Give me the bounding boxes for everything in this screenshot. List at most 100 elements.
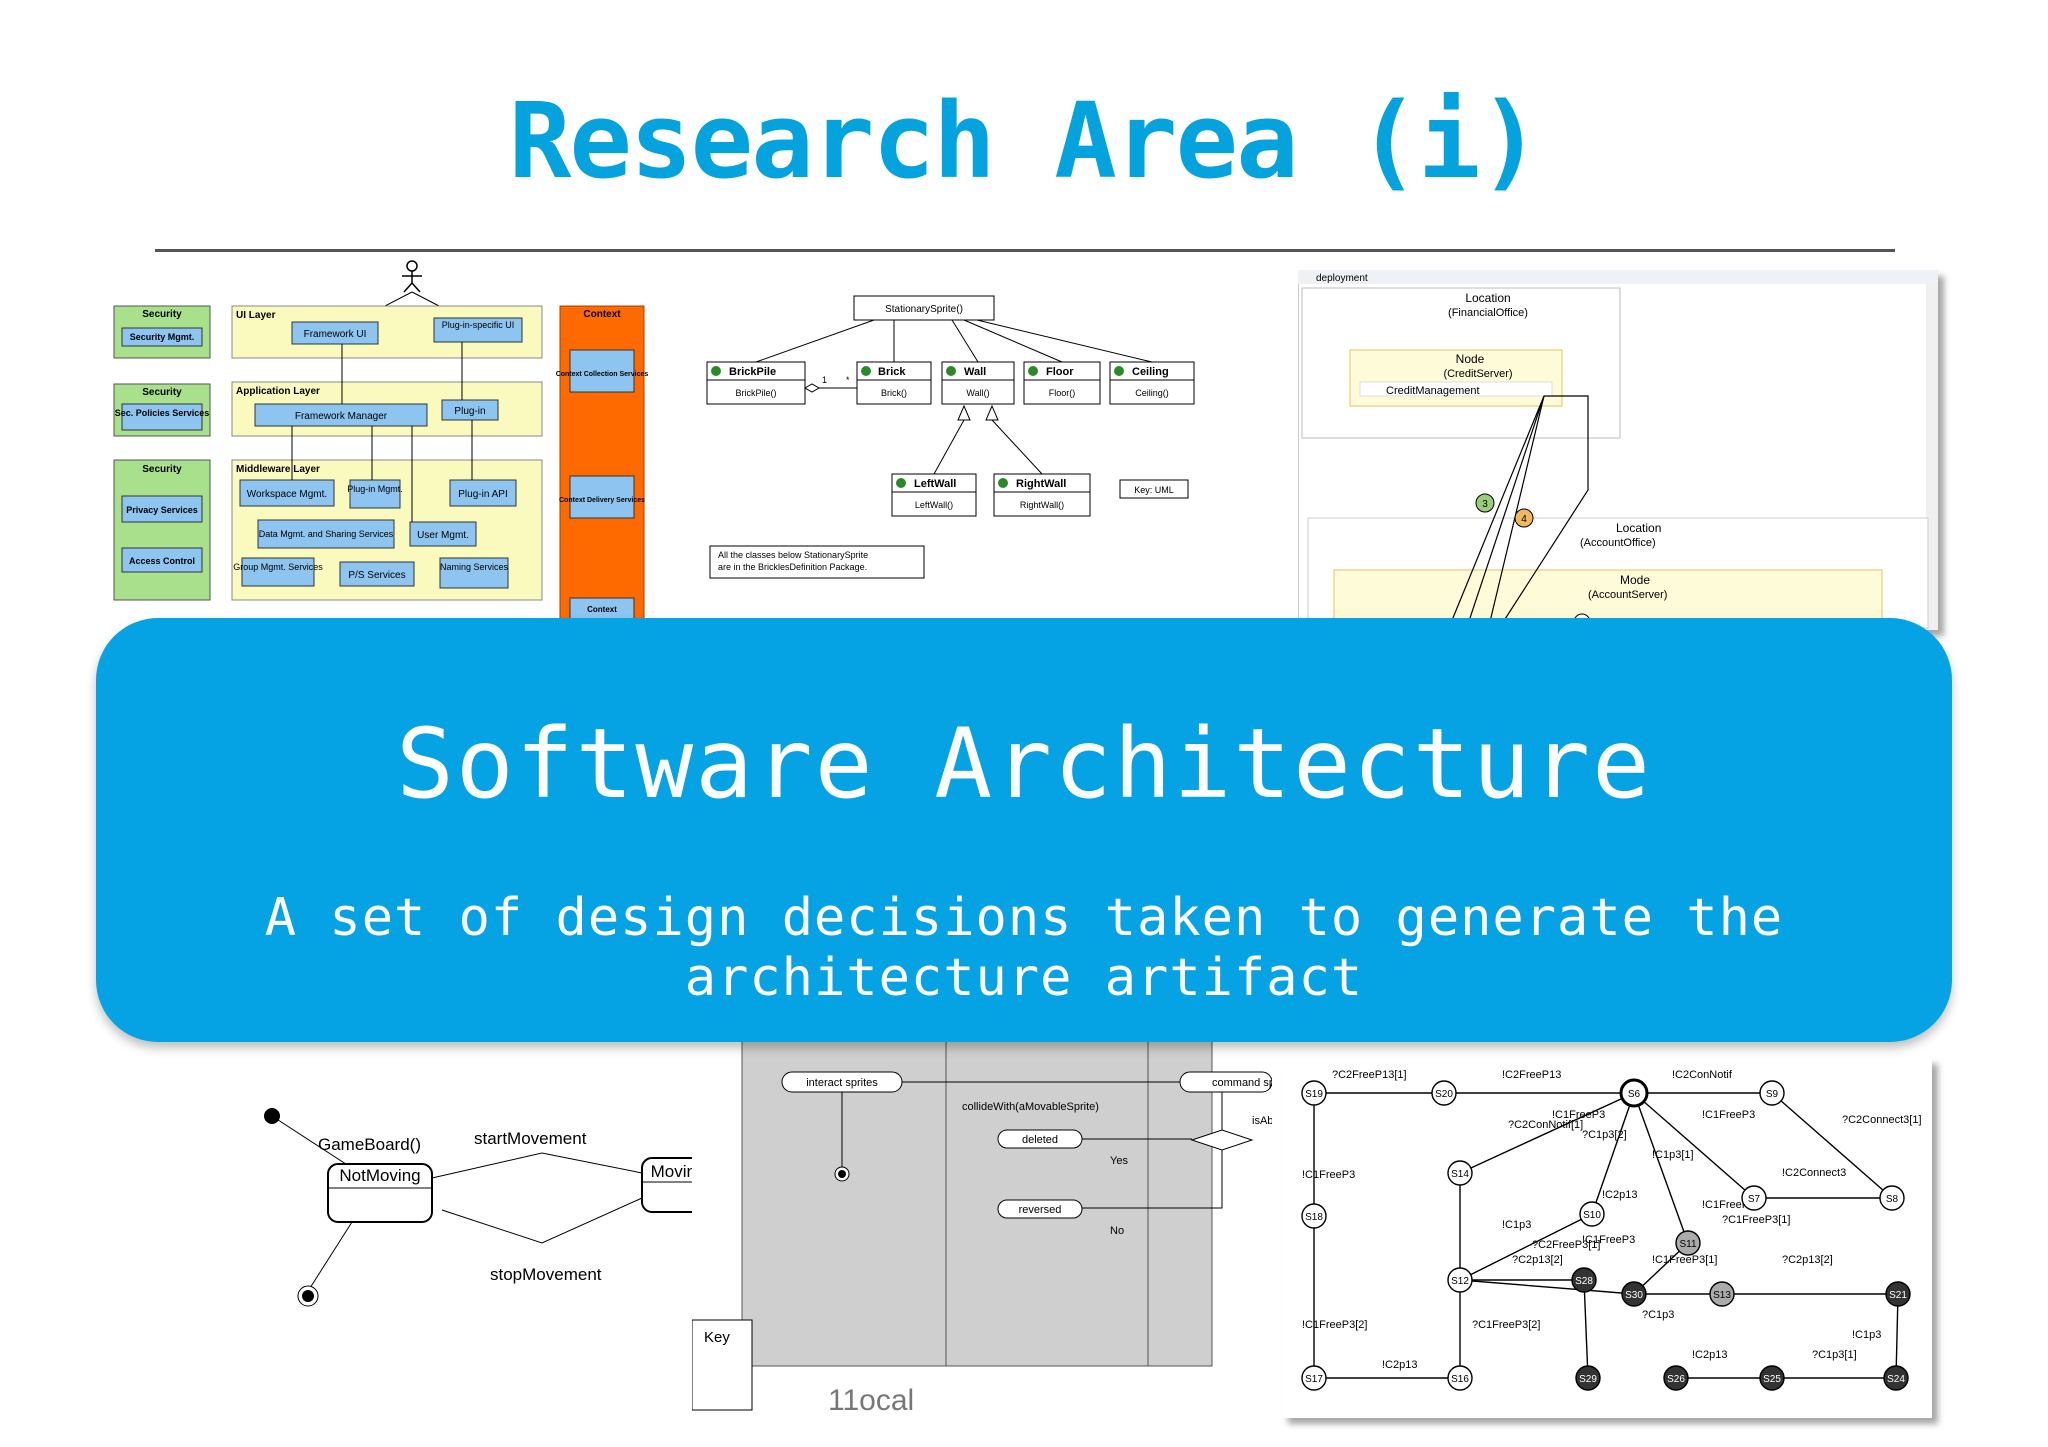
state-node: S18 bbox=[1301, 1203, 1327, 1229]
transition-edge bbox=[1459, 1213, 1593, 1281]
state-label: S14 bbox=[1451, 1169, 1469, 1180]
credit-management-component: CreditManagement bbox=[1386, 385, 1480, 397]
svg-text:Moving: Moving bbox=[651, 1162, 706, 1181]
stop-movement-label: stopMovement bbox=[490, 1265, 602, 1284]
state-label: S26 bbox=[1667, 1374, 1685, 1385]
svg-text:4: 4 bbox=[1521, 514, 1527, 525]
transition-label: !C2ConNotif bbox=[1672, 1069, 1733, 1081]
transition-label: ?C2FreeP13[1] bbox=[1332, 1069, 1407, 1081]
ui-layer-label: UI Layer bbox=[236, 310, 276, 321]
transition-label: !C2p13 bbox=[1602, 1189, 1637, 1201]
yes-label: Yes bbox=[1110, 1155, 1128, 1167]
account-server-node: Mode bbox=[1620, 573, 1650, 587]
transition-edge bbox=[1459, 1279, 1635, 1295]
connector-marker-3: 3 bbox=[1475, 493, 1495, 513]
state-label: S10 bbox=[1583, 1210, 1601, 1221]
svg-text:RightWall(): RightWall() bbox=[1020, 500, 1064, 510]
activity-key: Key bbox=[704, 1329, 730, 1346]
state-label: S6 bbox=[1628, 1089, 1641, 1100]
svg-text:NotMoving: NotMoving bbox=[339, 1166, 420, 1185]
state-node: S16 bbox=[1447, 1365, 1473, 1391]
state-label: S8 bbox=[1886, 1194, 1899, 1205]
uml-note-line2: are in the BricklesDefinition Package. bbox=[718, 562, 867, 572]
plugin-box: Plug-in bbox=[454, 406, 485, 417]
group-mgmt-box: Group Mgmt. Services bbox=[233, 562, 323, 572]
workspace-mgmt-box: Workspace Mgmt. bbox=[247, 489, 327, 500]
transition-label: ?C1p3[2] bbox=[1582, 1129, 1627, 1141]
state-node: S17 bbox=[1301, 1365, 1327, 1391]
state-label: S7 bbox=[1748, 1194, 1761, 1205]
wall-class: Wall Wall() bbox=[941, 361, 1015, 405]
svg-text:Wall: Wall bbox=[964, 366, 986, 378]
transition-label: !C1FreeP3 bbox=[1702, 1199, 1755, 1211]
state-label: S12 bbox=[1451, 1276, 1469, 1287]
uml-key: Key: UML bbox=[1134, 485, 1174, 495]
uml-note-line1: All the classes below StationarySprite bbox=[718, 550, 868, 560]
notmoving-state bbox=[327, 1163, 433, 1223]
layered-architecture-diagram: Security Security Mgmt. Security Sec. Po… bbox=[112, 258, 652, 618]
connector-marker-4: 4 bbox=[1514, 508, 1534, 528]
security-mgmt-box: Security Mgmt. bbox=[130, 332, 195, 342]
transition-edge bbox=[1771, 1092, 1893, 1199]
plugin-api-box: Plug-in API bbox=[458, 489, 507, 500]
state-label: S28 bbox=[1575, 1276, 1593, 1287]
context-delivery-box: Context Delivery Services bbox=[559, 497, 645, 504]
svg-text:Ceiling: Ceiling bbox=[1132, 366, 1169, 378]
transition-label: ?C1p3[1] bbox=[1812, 1349, 1857, 1361]
state-label: S20 bbox=[1435, 1089, 1453, 1100]
transition-label: ?C1p3 bbox=[1642, 1309, 1674, 1321]
state-label: S19 bbox=[1305, 1089, 1323, 1100]
state-node: S28 bbox=[1571, 1267, 1597, 1293]
state-label: S9 bbox=[1766, 1089, 1779, 1100]
state-label: S16 bbox=[1451, 1374, 1469, 1385]
deployment-tab[interactable]: deployment bbox=[1316, 273, 1368, 284]
transition-label: ?C1FreeP3[2] bbox=[1472, 1319, 1540, 1331]
rightwall-class: RightWall RightWall() bbox=[993, 473, 1091, 517]
state-node: S7 bbox=[1741, 1185, 1767, 1211]
uml-class-diagram: StationarySprite() BrickPile BrickPile()… bbox=[702, 278, 1222, 608]
floor-class: Floor Floor() bbox=[1023, 361, 1101, 405]
svg-text:LeftWall: LeftWall bbox=[914, 478, 956, 490]
svg-text:Brick(): Brick() bbox=[881, 388, 907, 398]
state-label: S29 bbox=[1579, 1374, 1597, 1385]
state-node: S29 bbox=[1575, 1365, 1601, 1391]
start-movement-label: startMovement bbox=[474, 1129, 587, 1148]
state-automaton-diagram: ?C2FreeP13[1]!C2FreeP13!C2ConNotif!C1Fre… bbox=[1282, 1058, 1932, 1418]
transition-label: !C2p13 bbox=[1692, 1349, 1727, 1361]
state-label: S18 bbox=[1305, 1212, 1323, 1223]
state-label: S25 bbox=[1763, 1374, 1781, 1385]
state-label: S21 bbox=[1889, 1290, 1907, 1301]
gameboard-label: GameBoard() bbox=[318, 1135, 421, 1154]
state-node: S20 bbox=[1431, 1080, 1457, 1106]
state-node: S14 bbox=[1447, 1160, 1473, 1186]
context-collection-box: Context Collection Services bbox=[556, 371, 649, 378]
state-node: S21 bbox=[1885, 1281, 1911, 1307]
state-label: S13 bbox=[1713, 1290, 1731, 1301]
software-architecture-banner: Software Architecture A set of design de… bbox=[96, 618, 1952, 1042]
ps-services-box: P/S Services bbox=[348, 570, 405, 581]
location-financial-label: Location bbox=[1465, 291, 1510, 305]
privacy-services-box: Privacy Services bbox=[126, 505, 198, 515]
deployment-diagram: deployment Location (FinancialOffice) No… bbox=[1298, 270, 1938, 630]
transition-edge bbox=[1591, 1092, 1635, 1215]
svg-text:BrickPile: BrickPile bbox=[729, 366, 776, 378]
svg-text:RightWall: RightWall bbox=[1016, 478, 1066, 490]
banner-title: Software Architecture bbox=[396, 708, 1652, 820]
state-node: S30 bbox=[1621, 1281, 1647, 1307]
context-bottom-box: Context bbox=[587, 605, 617, 614]
svg-text:Ceiling(): Ceiling() bbox=[1135, 388, 1169, 398]
plugin-mgmt-box: Plug-in Mgmt. bbox=[347, 484, 403, 494]
access-control-box: Access Control bbox=[129, 556, 195, 566]
transition-label: ?C2p13[2] bbox=[1782, 1254, 1833, 1266]
svg-text:(CreditServer): (CreditServer) bbox=[1443, 368, 1512, 380]
state-label: S17 bbox=[1305, 1374, 1323, 1385]
transition-label: !C1FreeP3[2] bbox=[1302, 1319, 1367, 1331]
transition-label: !C1p3 bbox=[1852, 1329, 1881, 1341]
svg-text:BrickPile(): BrickPile() bbox=[735, 388, 776, 398]
state-label: S30 bbox=[1625, 1290, 1643, 1301]
transition-label: ?C2ConNotif[1] bbox=[1508, 1119, 1583, 1131]
transition-label: !C1FreeP3 bbox=[1702, 1109, 1755, 1121]
blurred-text: 11ocal bbox=[828, 1384, 914, 1417]
transition-label: !C1FreeP3 bbox=[1582, 1234, 1635, 1246]
transition-label: !C1FreeP3 bbox=[1552, 1109, 1605, 1121]
